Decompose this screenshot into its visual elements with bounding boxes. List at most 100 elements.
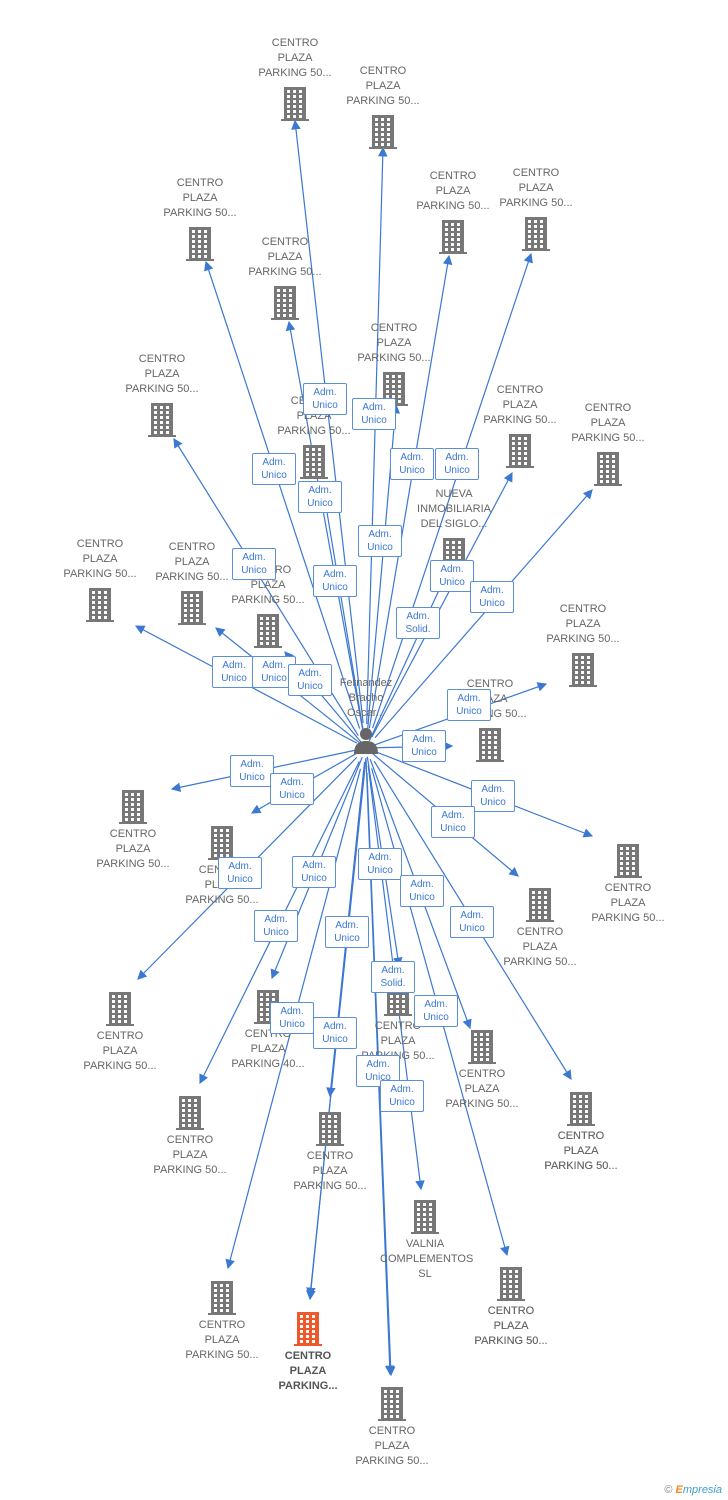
edge-c02	[366, 146, 388, 725]
role-tag: Adm. Unico	[450, 906, 494, 938]
company-label: CENTRO PLAZA PARKING 50...	[474, 1305, 548, 1347]
building-icon	[594, 452, 622, 486]
building-icon	[186, 227, 214, 261]
company-node[interactable]: CENTRO PLAZA PARKING 50...	[347, 1385, 437, 1469]
building-icon	[476, 728, 504, 762]
brand-name: mpresia	[682, 1484, 722, 1496]
role-tag: Adm. Unico	[298, 481, 342, 513]
building-icon	[86, 588, 114, 622]
building-icon	[369, 115, 397, 149]
company-node[interactable]: CENTRO PLAZA PARKING 50...	[147, 540, 237, 625]
building-icon	[271, 286, 299, 320]
role-tag: Adm. Unico	[352, 398, 396, 430]
company-label: CENTRO PLAZA PARKING 50...	[499, 167, 573, 209]
company-node[interactable]: CENTRO PLAZA PARKING 50...	[88, 788, 178, 872]
company-label: NUEVA INMOBILIARIA DEL SIGLO...	[417, 488, 491, 530]
company-node[interactable]: CENTRO PLAZA PARKING 50...	[75, 990, 165, 1074]
company-label: CENTRO PLAZA PARKING 50...	[445, 1068, 519, 1110]
role-tag: Adm. Unico	[356, 1055, 400, 1087]
building-icon	[294, 1312, 322, 1346]
building-icon	[506, 434, 534, 468]
role-tag: Adm. Solid.	[396, 607, 440, 639]
building-icon	[281, 87, 309, 121]
company-node[interactable]: CENTRO PLAZA PARKING 50...	[285, 1110, 375, 1194]
building-icon	[569, 653, 597, 687]
building-icon	[106, 992, 134, 1026]
company-node[interactable]: CENTRO PLAZA PARKING 50...	[408, 169, 498, 254]
edge-c13	[368, 573, 447, 742]
company-label: VALNIA COMPLEMENTOS SL	[380, 1238, 474, 1280]
edge-c10	[371, 471, 513, 738]
role-tag: Adm. Unico	[470, 581, 514, 613]
role-tag: Adm. Unico	[288, 664, 332, 696]
company-label: CENTRO PLAZA PARKING 50...	[258, 37, 332, 79]
role-tag: Adm. Unico	[402, 730, 446, 762]
company-label: CENTRO PLAZA PARKING 50...	[591, 882, 665, 924]
company-node[interactable]: CENTRO PLAZA PARKING 50...	[349, 321, 439, 406]
company-label: CENTRO PLAZA PARKING 50...	[83, 1030, 157, 1072]
company-node[interactable]: CENTRO PLAZA PARKING 50...	[475, 383, 565, 468]
role-tag: Adm. Unico	[430, 560, 474, 592]
role-tag: Adm. Unico	[447, 689, 491, 721]
company-label: CENTRO PLAZA PARKING 50...	[571, 402, 645, 444]
company-label: CENTRO PLAZA PARKING 50...	[416, 170, 490, 212]
person-node[interactable]: Fernandez Bracho Oscar...	[321, 676, 411, 755]
company-label: CENTRO PLAZA PARKING 50...	[357, 322, 431, 364]
company-node[interactable]: CENTRO PLAZA PARKING 50...	[536, 1090, 626, 1174]
role-tag: Adm. Unico	[254, 910, 298, 942]
company-label: CENTRO PLAZA PARKING 50...	[355, 1425, 429, 1467]
building-icon	[526, 888, 554, 922]
company-node[interactable]: CENTRO PLAZA PARKING 50...	[563, 401, 653, 486]
company-node[interactable]: CENTRO PLAZA PARKING 50...	[177, 1279, 267, 1363]
role-tag: Adm. Unico	[358, 525, 402, 557]
company-node[interactable]: CENTRO PLAZA PARKING 40...	[223, 988, 313, 1072]
company-node[interactable]: CENTRO PLAZA PARKING 50...	[466, 1265, 556, 1349]
edge-c01	[291, 119, 364, 723]
role-tag: Adm. Unico	[390, 448, 434, 480]
building-icon	[178, 591, 206, 625]
edge-c05	[372, 252, 533, 729]
edge-c03	[204, 260, 361, 729]
company-node[interactable]: CENTRO PLAZA PARKING...	[263, 1310, 353, 1394]
company-node[interactable]: CENTRO PLAZA PARKING 50...	[240, 235, 330, 320]
watermark: ©Empresia	[664, 1484, 722, 1496]
building-icon	[208, 1281, 236, 1315]
company-node[interactable]: CENTRO PLAZA PARKING 50...	[250, 36, 340, 121]
company-node[interactable]: CENTRO PLAZA PARKING 50...	[491, 166, 581, 251]
copyright-symbol: ©	[664, 1484, 673, 1496]
company-node[interactable]: CENTRO PLAZA PARKING 50...	[437, 1028, 527, 1112]
company-node[interactable]: CENTRO PLAZA PARKING 50...	[338, 64, 428, 149]
company-label: CENTRO PLAZA PARKING 50...	[96, 828, 170, 870]
company-node[interactable]: CENTRO PLAZA PARKING 50...	[538, 602, 628, 687]
building-icon	[439, 220, 467, 254]
role-tag: Adm. Unico	[414, 995, 458, 1027]
building-icon	[522, 217, 550, 251]
role-tag: Adm. Unico	[252, 453, 296, 485]
company-label: CENTRO PLAZA PARKING 50...	[185, 1319, 259, 1361]
role-tag: Adm. Unico	[270, 1002, 314, 1034]
building-icon	[208, 826, 236, 860]
brand-initial: E	[675, 1484, 683, 1496]
company-node[interactable]: CENTRO PLAZA PARKING 50...	[155, 176, 245, 261]
role-tag: Adm. Unico	[218, 857, 262, 889]
company-node[interactable]: CENTRO PLAZA PARKING 50...	[583, 842, 673, 926]
building-icon	[119, 790, 147, 824]
building-icon	[254, 614, 282, 648]
role-tag: Adm. Solid.	[371, 961, 415, 993]
company-node[interactable]: CENTRO PLAZA PARKING 50...	[145, 1094, 235, 1178]
company-node[interactable]: CENTRO PLAZA PARKING 50...	[55, 537, 145, 622]
company-label: CENTRO PLAZA PARKING 50...	[474, 1305, 548, 1347]
company-node[interactable]: CENTRO PLAZA PARKING 50...	[495, 886, 585, 970]
company-node[interactable]: CENTRO PLAZA PARKING 50...	[117, 352, 207, 437]
building-icon	[148, 403, 176, 437]
role-tag: Adm. Unico	[325, 916, 369, 948]
role-tag: Adm. Unico	[471, 780, 515, 812]
building-icon	[316, 1112, 344, 1146]
company-label: CENTRO PLAZA PARKING 50...	[63, 538, 137, 580]
company-label: CENTRO PLAZA PARKING 50...	[544, 1130, 618, 1172]
role-tag: Adm. Unico	[230, 755, 274, 787]
edge-c06	[285, 320, 364, 732]
building-icon	[176, 1096, 204, 1130]
company-node[interactable]: VALNIA COMPLEMENTOS SL	[380, 1198, 474, 1282]
